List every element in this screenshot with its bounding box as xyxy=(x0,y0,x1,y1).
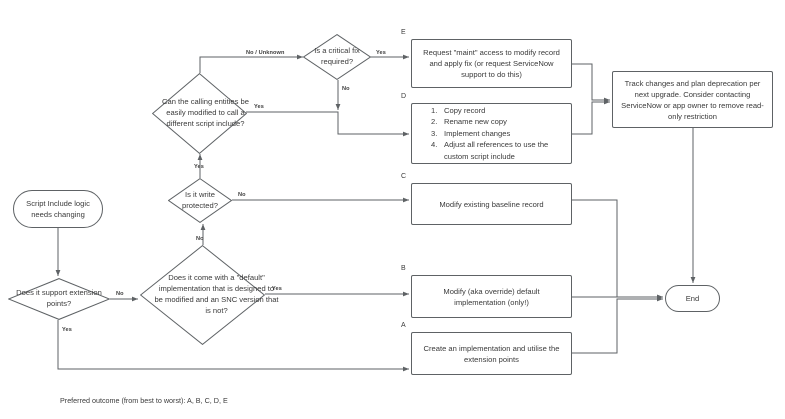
edge-label-default-yes: Yes xyxy=(272,286,282,292)
list-item-text: Rename new copy xyxy=(444,117,507,127)
decision-write-protected: Is it write protected? xyxy=(168,178,232,223)
process-option-b: Modify (aka override) default implementa… xyxy=(411,275,572,318)
end-node: End xyxy=(665,285,720,312)
process-option-c: Modify existing baseline record xyxy=(411,183,572,225)
diamond-shape xyxy=(140,245,265,345)
edge-label-calling-no-unknown: No / Unknown xyxy=(246,50,285,56)
process-option-c-label: Modify existing baseline record xyxy=(439,199,544,209)
list-item-text: Adjust all references to use the custom … xyxy=(444,140,549,161)
edge-label-calling-yes-right: Yes xyxy=(254,104,264,110)
decision-extension-points: Does it support extension points? xyxy=(8,278,110,320)
footer-note: Preferred outcome (from best to worst): … xyxy=(60,396,228,405)
list-item: 4. Adjust all references to use the cust… xyxy=(431,139,564,162)
edge-label-write-up-no: No xyxy=(196,236,204,242)
decision-calling-entities-label: Can the calling entities be easily modif… xyxy=(162,97,249,128)
process-option-e: Request "maint" access to modify record … xyxy=(411,39,572,88)
list-item-text: Copy record xyxy=(444,106,486,116)
list-item: 3. Implement changes xyxy=(431,128,564,139)
list-item-number: 2. xyxy=(431,117,438,127)
diamond-shape xyxy=(168,178,232,223)
process-option-a: Create an implementation and utilise the… xyxy=(411,332,572,375)
process-option-d-tag: D xyxy=(401,93,407,100)
diamond-shape xyxy=(8,278,110,320)
start-node-label: Script Include logic needs changing xyxy=(26,199,90,219)
diamond-shape xyxy=(152,73,247,154)
diamond-shape xyxy=(303,34,371,80)
edge-label-critical-no: No xyxy=(342,86,350,92)
edge-label-critical-yes: Yes xyxy=(376,50,386,56)
process-option-d: 1. Copy record 2. Rename new copy 3. Imp… xyxy=(411,103,572,164)
edge-label-extension-yes: Yes xyxy=(62,327,72,333)
decision-extension-points-label: Does it support extension points? xyxy=(16,288,102,308)
list-item: 2. Rename new copy xyxy=(431,116,564,127)
process-option-a-label: Create an implementation and utilise the… xyxy=(423,343,560,364)
process-option-b-label: Modify (aka override) default implementa… xyxy=(443,286,540,307)
decision-critical-fix-label: Is a critical fix required? xyxy=(314,46,360,66)
process-option-e-label: Request "maint" access to modify record … xyxy=(423,48,560,79)
list-item-number: 3. xyxy=(431,128,438,138)
process-option-e-tag: E xyxy=(401,29,406,36)
process-track-changes: Track changes and plan deprecation per n… xyxy=(612,71,773,128)
connector-paths xyxy=(55,54,696,372)
decision-calling-entities: Can the calling entities be easily modif… xyxy=(152,73,249,154)
list-item-number: 4. xyxy=(431,140,438,150)
list-item-number: 1. xyxy=(431,106,438,116)
process-option-a-tag: A xyxy=(401,322,406,329)
decision-default-implementation-label: Does it come with a "default" implementa… xyxy=(154,273,279,315)
edge-label-write-no: No xyxy=(238,192,246,198)
process-track-changes-label: Track changes and plan deprecation per n… xyxy=(621,78,764,121)
process-option-c-tag: C xyxy=(401,173,407,180)
edge-label-calling-yes-up: Yes xyxy=(194,164,204,170)
edge-label-extension-no: No xyxy=(116,291,124,297)
decision-critical-fix: Is a critical fix required? xyxy=(303,34,371,80)
start-node: Script Include logic needs changing xyxy=(13,190,103,228)
list-item: 1. Copy record xyxy=(431,105,564,116)
list-item-text: Implement changes xyxy=(444,128,511,138)
end-node-label: End xyxy=(685,294,700,303)
process-option-b-tag: B xyxy=(401,265,406,272)
process-option-d-steps: 1. Copy record 2. Rename new copy 3. Imp… xyxy=(419,105,564,162)
decision-default-implementation: Does it come with a "default" implementa… xyxy=(140,245,279,345)
decision-write-protected-label: Is it write protected? xyxy=(182,189,218,210)
